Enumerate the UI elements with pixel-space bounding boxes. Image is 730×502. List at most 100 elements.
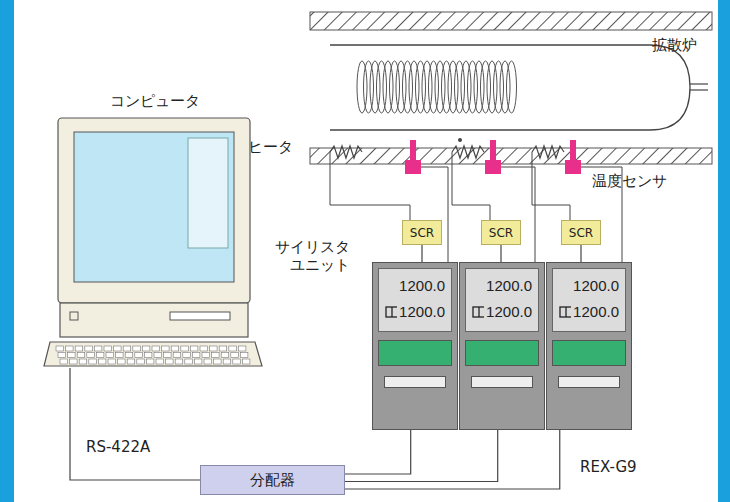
key (156, 359, 164, 364)
label-text: 拡散炉 (652, 36, 697, 54)
key (96, 353, 104, 358)
signal-line (580, 245, 581, 262)
key (229, 346, 237, 351)
key (173, 353, 181, 358)
key (85, 346, 93, 351)
setpoint-icon (385, 306, 397, 318)
display-panel: 1200.0 1200.0 (552, 268, 626, 332)
key (221, 353, 229, 358)
heater-wire (452, 152, 490, 220)
heater-symbol (330, 146, 362, 158)
coil-turn (429, 61, 439, 113)
computer-label: コンピュータ (52, 92, 258, 114)
key (219, 346, 227, 351)
key-row (558, 376, 620, 388)
coil-turn (448, 61, 458, 113)
key (242, 359, 250, 364)
key (104, 346, 112, 351)
furnace-tube (330, 45, 690, 130)
key-row (384, 376, 446, 388)
heater-wire (330, 152, 410, 220)
display-panel: 1200.0 1200.0 (378, 268, 452, 332)
display-row: 1200.0 (385, 273, 445, 299)
display-value: 1200.0 (399, 299, 445, 325)
label-text: 温度センサ (592, 172, 667, 190)
key (238, 346, 246, 351)
key (171, 346, 179, 351)
distributor-label: 分配器 (250, 471, 295, 490)
key (212, 353, 220, 358)
coil-turn (416, 61, 426, 113)
key (114, 346, 122, 351)
key (192, 353, 200, 358)
coil-turn (370, 61, 380, 113)
coil-turn (487, 61, 497, 113)
key (68, 353, 76, 358)
furnace-wall (310, 148, 712, 164)
signal-line (345, 430, 498, 482)
key (123, 346, 131, 351)
coil-turn (390, 61, 400, 113)
heater-wire (532, 152, 570, 220)
scr-label: SCR (569, 226, 593, 240)
computer-illustration (44, 118, 262, 366)
key (87, 353, 95, 358)
key (94, 346, 102, 351)
key (127, 359, 135, 364)
key (233, 359, 241, 364)
label-text: ヒータ (248, 138, 293, 156)
temperature-controller: 1200.0 1200.0 (546, 262, 632, 430)
display-value: 1200.0 (399, 277, 445, 294)
signal-line (421, 245, 422, 262)
furnace-wall (310, 12, 712, 30)
display-value: 1200.0 (486, 299, 532, 325)
coil-turn (357, 61, 367, 113)
edge-band (718, 0, 730, 502)
key (77, 353, 85, 358)
tube-nozzle (690, 83, 708, 84)
coil-turn (494, 61, 504, 113)
key (200, 346, 208, 351)
key (202, 353, 210, 358)
key (194, 359, 202, 364)
key (204, 359, 212, 364)
key (152, 346, 160, 351)
key (214, 359, 222, 364)
key (106, 353, 114, 358)
display-value: 1200.0 (573, 277, 619, 294)
coil-turn (481, 61, 491, 113)
key (79, 359, 87, 364)
lcd-display (378, 340, 452, 366)
coil-turn (468, 61, 478, 113)
display-value: 1200.0 (573, 299, 619, 325)
key (142, 346, 150, 351)
key (146, 359, 154, 364)
display-row: 1200.0 (385, 299, 445, 325)
key (56, 346, 64, 351)
key (66, 346, 74, 351)
coil-turn (383, 61, 393, 113)
signal-line (70, 368, 200, 480)
sensor-wire (421, 167, 448, 262)
temperature-controller: 1200.01200.0 (459, 262, 545, 430)
label-text: REX-G9 (580, 458, 637, 476)
key (164, 353, 172, 358)
wafer-coil (357, 61, 517, 113)
heater-symbol (452, 146, 484, 158)
thyristor-unit: SCR (402, 220, 442, 245)
key (240, 353, 248, 358)
key (185, 359, 193, 364)
key (70, 359, 78, 364)
thyristor-unit: SCR (561, 220, 601, 245)
key (135, 353, 143, 358)
key (154, 353, 162, 358)
display-panel: 1200.01200.0 (465, 268, 539, 332)
key (181, 346, 189, 351)
key (89, 359, 97, 364)
coil-turn (507, 61, 517, 113)
tube-nozzle (690, 89, 708, 90)
key (144, 353, 152, 358)
key (133, 346, 141, 351)
key (60, 359, 68, 364)
